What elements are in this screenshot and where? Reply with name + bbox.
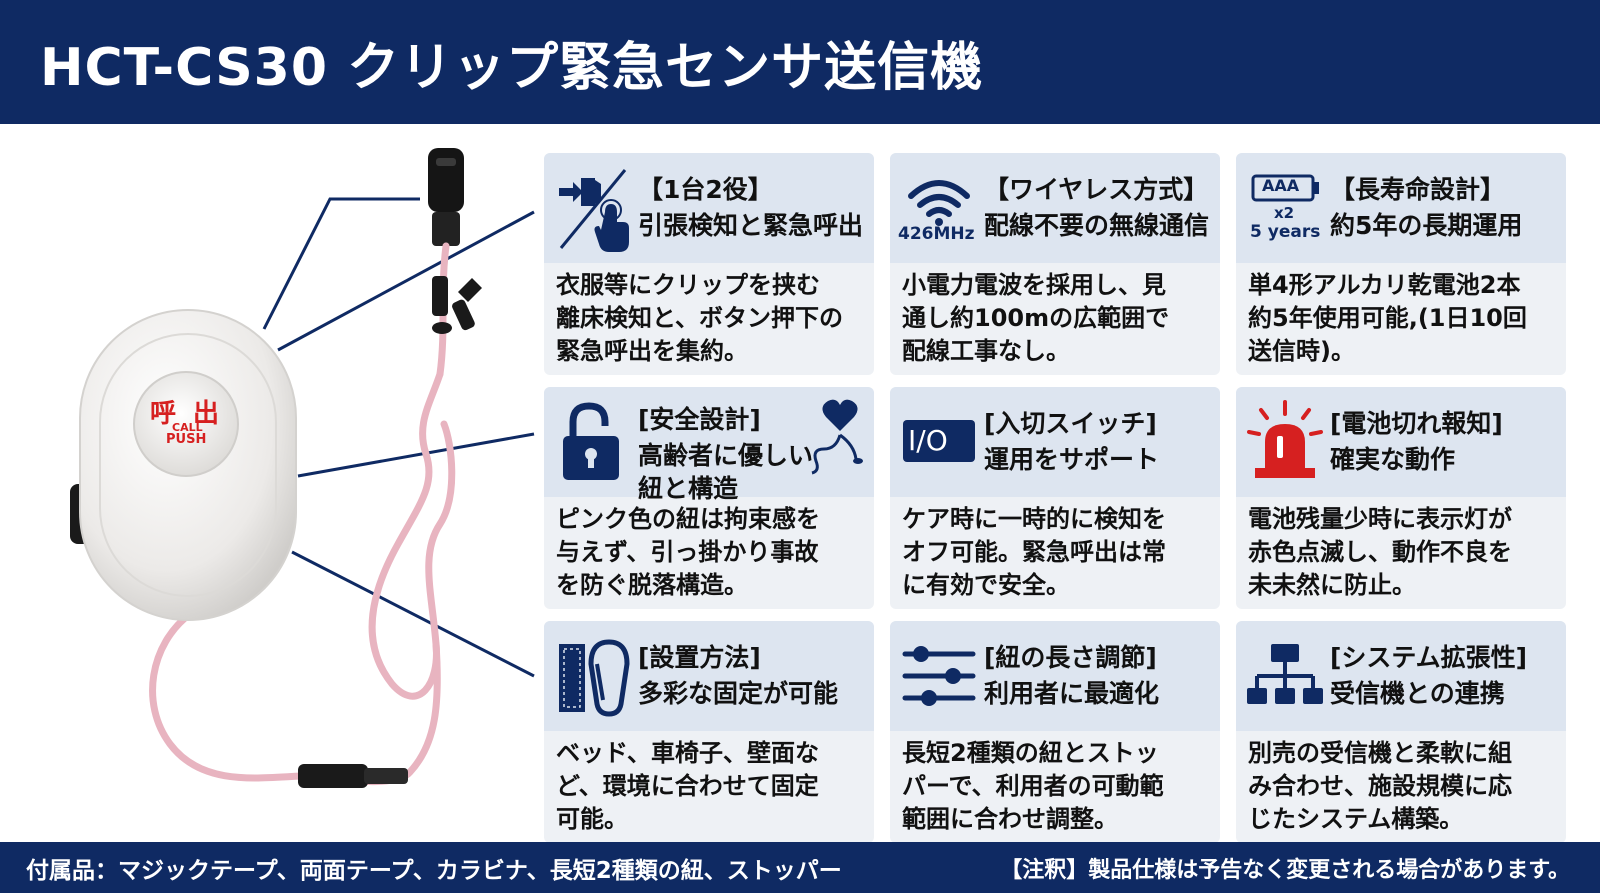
feature-grid: 【1台2役】 引張検知と緊急呼出 衣服等にクリップを挟む 離床検知と、ボタン押下…: [544, 153, 1566, 843]
battery-icon: AAA x2 5 years: [1246, 160, 1324, 256]
card-body: ベッド、車椅子、壁面な ど、環境に合わせて固定 可能。: [556, 739, 820, 833]
wifi-icon: 426MHz: [898, 160, 978, 256]
sliders-icon: [900, 628, 978, 724]
unlock-icon: [554, 394, 632, 490]
pull-touch-icon: [554, 160, 632, 256]
button-label-push: PUSH: [166, 432, 207, 447]
card-tag: 【1台2役】: [638, 175, 773, 204]
card-body: 小電力電波を採用し、見 通し約100mの広範囲で 配線工事なし。: [902, 271, 1170, 365]
disclaimer-note: 【注釈】製品仕様は予告なく変更される場合があります。: [1000, 857, 1570, 883]
page-title: HCT-CS30 クリップ緊急センサ送信機: [40, 37, 984, 98]
feature-card-dual-role: 【1台2役】 引張検知と緊急呼出 衣服等にクリップを挟む 離床検知と、ボタン押下…: [544, 153, 874, 375]
device-drawing: [70, 148, 535, 788]
card-body: 電池残量少時に表示灯が 赤色点滅し、動作不良を 未未然に防止。: [1248, 505, 1512, 599]
io-switch-icon: I/O: [900, 394, 978, 490]
card-tag: [設置方法]: [638, 643, 761, 672]
card-tag: [安全設計]: [638, 405, 761, 434]
card-body: ケア時に一時的に検知を オフ可能。緊急呼出は常 に有効で安全。: [902, 505, 1166, 599]
card-subtitle: 多彩な固定が可能: [638, 679, 839, 708]
call-button: [133, 371, 239, 477]
feature-card-on-off-switch: I/O [入切スイッチ] 運用をサポート ケア時に一時的に検知を オフ可能。緊急…: [890, 387, 1220, 609]
card-subtitle: 運用をサポート: [984, 445, 1160, 474]
battery-count-label: x2: [1274, 204, 1295, 222]
io-label: I/O: [908, 424, 948, 457]
card-tag: [電池切れ報知]: [1330, 409, 1503, 438]
title-banner: HCT-CS30 クリップ緊急センサ送信機: [0, 0, 1600, 124]
card-subtitle: 引張検知と緊急呼出: [638, 211, 864, 240]
feature-card-long-life: AAA x2 5 years 【長寿命設計】 約5年の長期運用 単4形アルカリ乾…: [1236, 153, 1566, 375]
card-subtitle-2: 紐と構造: [638, 474, 739, 503]
product-illustration: 呼 出 CALL PUSH: [0, 124, 540, 842]
card-body: ピンク色の紐は拘束感を 与えず、引っ掛かり事故 を防ぐ脱落構造。: [556, 505, 820, 599]
card-tag: [入切スイッチ]: [984, 409, 1157, 438]
cord-stopper: [432, 276, 482, 334]
heart-cord-icon: [811, 399, 863, 475]
feature-card-installation: [設置方法] 多彩な固定が可能 ベッド、車椅子、壁面な ど、環境に合わせて固定 …: [544, 621, 874, 843]
accessories-text: 付属品：マジックテープ、両面テープ、カラビナ、長短2種類の紐、ストッパー: [26, 857, 842, 884]
card-body: 別売の受信機と柔軟に組 み合わせ、施設規模に応 じたシステム構築。: [1248, 739, 1512, 833]
cord-connector: [298, 764, 408, 788]
feature-card-cord-length: [紐の長さ調節] 利用者に最適化 長短2種類の紐とストッ パーで、利用者の可動範…: [890, 621, 1220, 843]
card-subtitle: 確実な動作: [1330, 445, 1456, 474]
feature-card-low-battery-alert: [電池切れ報知] 確実な動作 電池残量少時に表示灯が 赤色点滅し、動作不良を 未…: [1236, 387, 1566, 609]
feature-card-wireless: 426MHz 【ワイヤレス方式】 配線不要の無線通信 小電力電波を採用し、見 通…: [890, 153, 1220, 375]
button-label-jp: 呼 出: [150, 399, 224, 429]
card-body: 単4形アルカリ乾電池2本 約5年使用可能,(1日10回 送信時)。: [1248, 271, 1527, 365]
card-subtitle: 配線不要の無線通信: [984, 211, 1210, 240]
battery-years-label: 5 years: [1250, 222, 1321, 242]
card-body: 衣服等にクリップを挟む 離床検知と、ボタン押下の 緊急呼出を集約。: [556, 271, 844, 365]
feature-card-system-expansion: [システム拡張性] 受信機との連携 別売の受信機と柔軟に組 み合わせ、施設規模に…: [1236, 621, 1566, 843]
card-subtitle: 受信機との連携: [1330, 679, 1505, 708]
frequency-label: 426MHz: [898, 224, 975, 244]
card-body: 長短2種類の紐とストッ パーで、利用者の可動範 範囲に合わせ調整。: [902, 739, 1164, 833]
button-label-call: CALL: [172, 421, 203, 434]
siren-icon: [1246, 394, 1324, 490]
clip: [428, 148, 464, 246]
battery-type-label: AAA: [1262, 176, 1300, 195]
card-subtitle: 高齢者に優しい: [638, 441, 814, 470]
network-icon: [1246, 628, 1324, 724]
leader-lines: [262, 197, 535, 678]
card-subtitle: 利用者に最適化: [984, 679, 1160, 708]
card-tag: [システム拡張性]: [1330, 643, 1528, 672]
footer-bar: 付属品：マジックテープ、両面テープ、カラビナ、長短2種類の紐、ストッパー 【注釈…: [0, 842, 1600, 893]
card-tag: 【ワイヤレス方式】: [984, 175, 1209, 204]
card-subtitle: 約5年の長期運用: [1330, 211, 1523, 240]
card-tag: [紐の長さ調節]: [984, 643, 1157, 672]
feature-card-safety: [安全設計] 高齢者に優しい 紐と構造 ピンク色の紐は拘束感を 与えず、引っ掛か…: [544, 387, 874, 609]
velcro-carabiner-icon: [554, 628, 632, 724]
card-tag: 【長寿命設計】: [1330, 175, 1506, 204]
